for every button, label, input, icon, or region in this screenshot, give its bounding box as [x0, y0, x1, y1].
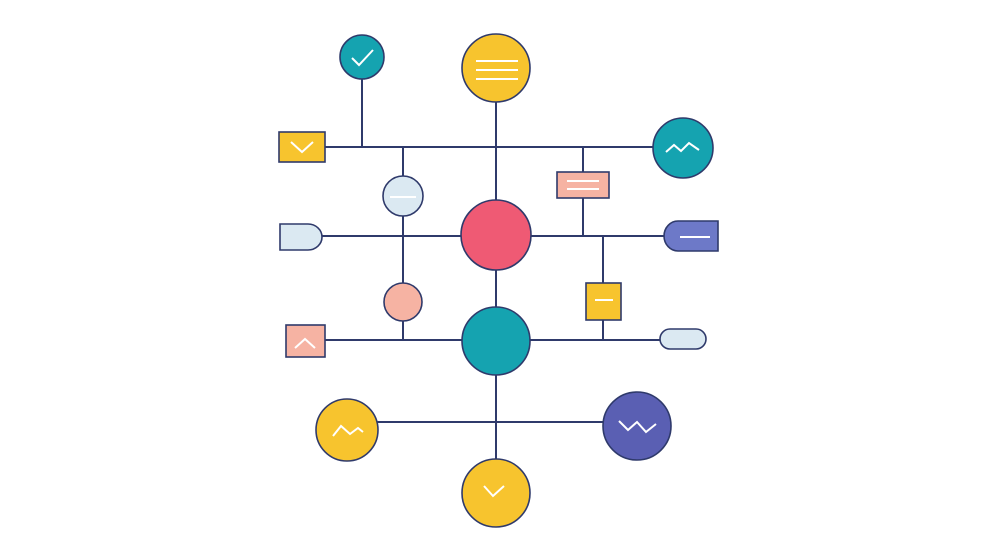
- node-left-tag: [279, 223, 323, 251]
- wave-icon: [618, 420, 657, 434]
- node-left-yellow-box: [278, 131, 326, 163]
- node-top-yellow-lines: [461, 33, 531, 103]
- node-bottom-yellow-chevron: [461, 458, 531, 528]
- node-indigo-circle-wave: [602, 391, 672, 461]
- node-center-pink: [460, 199, 532, 271]
- node-yellow-circle-wave: [315, 398, 379, 462]
- wave-icon: [665, 141, 700, 153]
- chevron-down-icon: [483, 485, 505, 498]
- lines-icon: [567, 180, 599, 190]
- node-right-teal-wave: [652, 117, 714, 179]
- chevron-down-icon: [290, 141, 314, 154]
- node-center-teal: [461, 306, 531, 376]
- node-salmon-box-lines: [556, 171, 610, 199]
- chevron-up-icon: [294, 337, 316, 349]
- check-icon: [351, 49, 374, 67]
- node-right-tag: [663, 220, 719, 252]
- node-top-teal-check: [339, 34, 385, 80]
- lines-icon: [476, 60, 518, 80]
- node-yellow-box-dash: [585, 282, 622, 321]
- node-light-blue-circle: [382, 175, 424, 217]
- node-salmon-circle: [383, 282, 423, 322]
- node-right-pill: [659, 328, 707, 350]
- node-salmon-box-chevron: [285, 324, 326, 358]
- wave-icon: [332, 424, 364, 437]
